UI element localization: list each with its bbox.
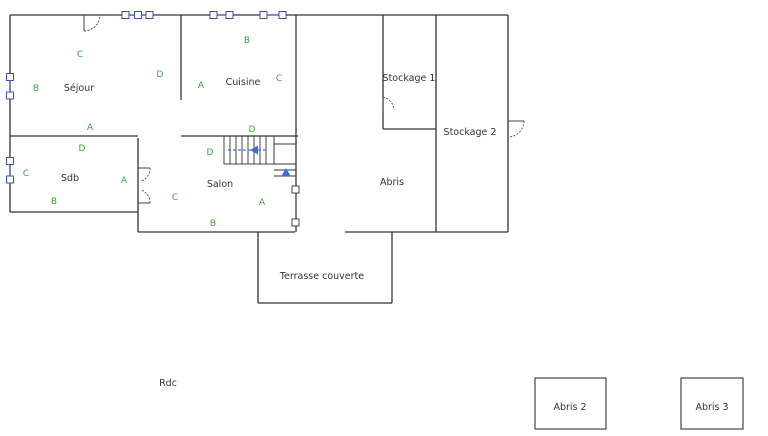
wall-letter: D: [157, 70, 164, 80]
wall-letter: C: [23, 169, 29, 179]
wall-letter: C: [172, 193, 178, 203]
stair-arrow-head: [250, 145, 258, 155]
room-label-stockage-1: Stockage 1: [383, 73, 436, 84]
room-labels: Séjour Cuisine Stockage 1 Stockage 2 Sdb…: [61, 73, 729, 413]
room-label-sejour: Séjour: [64, 83, 94, 94]
door-sejour-top: [83, 14, 101, 32]
door-salon-abris: [291, 185, 300, 227]
level-label: Rdc: [159, 378, 177, 389]
wall-letter: D: [79, 144, 86, 154]
window-top-3: [259, 11, 287, 19]
room-label-abris-3: Abris 3: [695, 402, 728, 413]
wall-letter: B: [244, 36, 250, 46]
wall-letter: B: [51, 197, 57, 207]
window-left-sdb: [6, 157, 14, 184]
wall-letter: A: [198, 81, 205, 91]
wall-letter: D: [249, 125, 256, 135]
room-label-terrasse: Terrasse couverte: [279, 271, 364, 282]
window-top-1: [121, 11, 154, 19]
staircase: [223, 135, 296, 177]
wall-letters: C B D A B A C D C A B D D C A B: [23, 36, 282, 229]
window-top-2: [209, 11, 234, 19]
room-label-salon: Salon: [207, 179, 233, 190]
wall-letter: A: [87, 123, 94, 133]
room-label-abris-2: Abris 2: [553, 402, 586, 413]
door-sdb-salon: [138, 167, 151, 204]
wall-letter: A: [121, 176, 128, 186]
window-left-sejour: [6, 73, 14, 100]
room-label-abris: Abris: [380, 177, 404, 188]
abris-2-outline: [534, 377, 607, 430]
room-label-sdb: Sdb: [61, 173, 79, 184]
door-stockage1: [382, 96, 395, 113]
wall-letter: C: [276, 74, 282, 84]
wall-letter: C: [77, 50, 83, 60]
room-label-stockage-2: Stockage 2: [444, 127, 497, 138]
doors: [83, 14, 525, 227]
stair-landing-arrow: [281, 168, 291, 176]
room-label-cuisine: Cuisine: [226, 77, 261, 88]
wall-letter: D: [207, 148, 214, 158]
walls: [9, 14, 509, 304]
wall-letter: B: [33, 84, 39, 94]
wall-letter: A: [259, 198, 266, 208]
door-stockage2-exterior: [507, 120, 525, 138]
windows: [6, 11, 287, 184]
wall-letter: B: [210, 219, 216, 229]
abris-3-outline: [680, 377, 744, 430]
